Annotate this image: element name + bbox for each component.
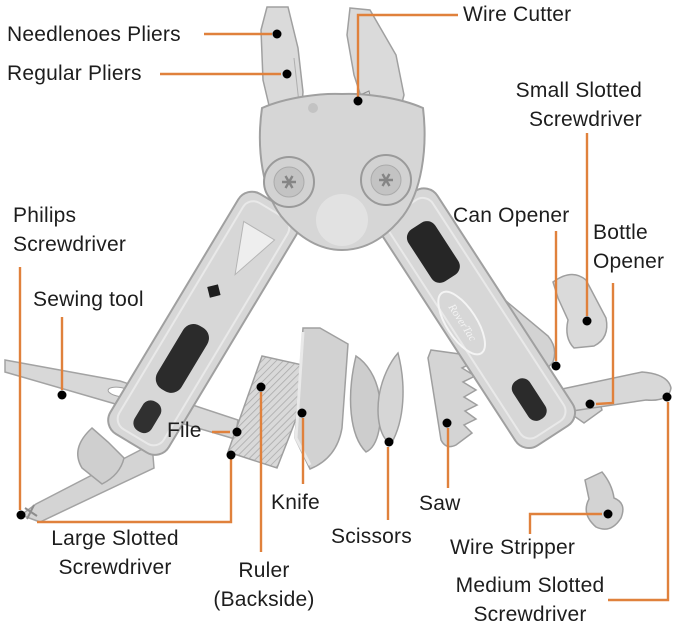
label-needlenose-pliers: Needlenoes Pliers bbox=[7, 23, 181, 46]
multitool-illustration: RoverTac bbox=[4, 6, 672, 530]
leader-medium-slotted-screwdriver bbox=[608, 392, 672, 602]
label-large-slotted-screwdriver: Large Slotted Screwdriver bbox=[51, 527, 179, 579]
leader-scissors bbox=[384, 437, 394, 520]
small-slotted-screwdriver-tip bbox=[552, 273, 608, 349]
left-handle bbox=[107, 190, 300, 456]
leader-saw bbox=[442, 418, 452, 488]
scissors-blades bbox=[349, 351, 404, 453]
leader-can-opener bbox=[551, 231, 561, 371]
label-medium-slotted-screwdriver: Medium Slotted Screwdriver bbox=[455, 574, 605, 622]
label-knife: Knife bbox=[271, 491, 320, 514]
label-sewing-tool: Sewing tool bbox=[33, 288, 144, 311]
knife-blade bbox=[294, 327, 349, 470]
label-wire-cutter: Wire Cutter bbox=[463, 3, 572, 26]
label-wire-stripper: Wire Stripper bbox=[450, 536, 576, 559]
label-small-slotted-screwdriver: Small Slotted Screwdriver bbox=[515, 79, 642, 131]
label-file: File bbox=[167, 419, 202, 442]
leader-needlenose-pliers bbox=[204, 29, 282, 39]
file-blade bbox=[227, 355, 318, 469]
leader-lines bbox=[16, 13, 672, 602]
label-ruler-backside: Ruler (Backside) bbox=[213, 559, 315, 611]
leader-philips-screwdriver bbox=[16, 267, 26, 520]
leader-wire-stripper bbox=[528, 509, 613, 534]
leader-file bbox=[212, 427, 242, 437]
label-regular-pliers: Regular Pliers bbox=[7, 62, 142, 85]
medium-slotted-screwdriver-arm bbox=[547, 371, 672, 415]
label-bottle-opener: Bottle Opener bbox=[593, 221, 665, 273]
leader-knife bbox=[297, 408, 307, 484]
pivot-screw-left bbox=[263, 156, 315, 208]
leader-regular-pliers bbox=[160, 69, 292, 79]
pliers-head bbox=[258, 6, 426, 252]
leader-wire-cutter bbox=[353, 13, 458, 106]
wire-stripper-hook bbox=[584, 471, 624, 530]
left-handle-hook bbox=[77, 426, 125, 485]
leader-sewing-tool bbox=[57, 317, 67, 400]
leader-ruler-backside bbox=[256, 382, 266, 552]
leader-large-slotted-screwdriver bbox=[37, 450, 236, 524]
label-philips-screwdriver: Philips Screwdriver bbox=[13, 204, 127, 256]
pivot-screw-right bbox=[360, 154, 412, 206]
label-saw: Saw bbox=[419, 492, 461, 515]
leader-small-slotted-screwdriver bbox=[582, 133, 592, 326]
leader-bottle-opener bbox=[585, 283, 615, 409]
label-can-opener: Can Opener bbox=[453, 204, 570, 227]
label-scissors: Scissors bbox=[331, 525, 412, 548]
